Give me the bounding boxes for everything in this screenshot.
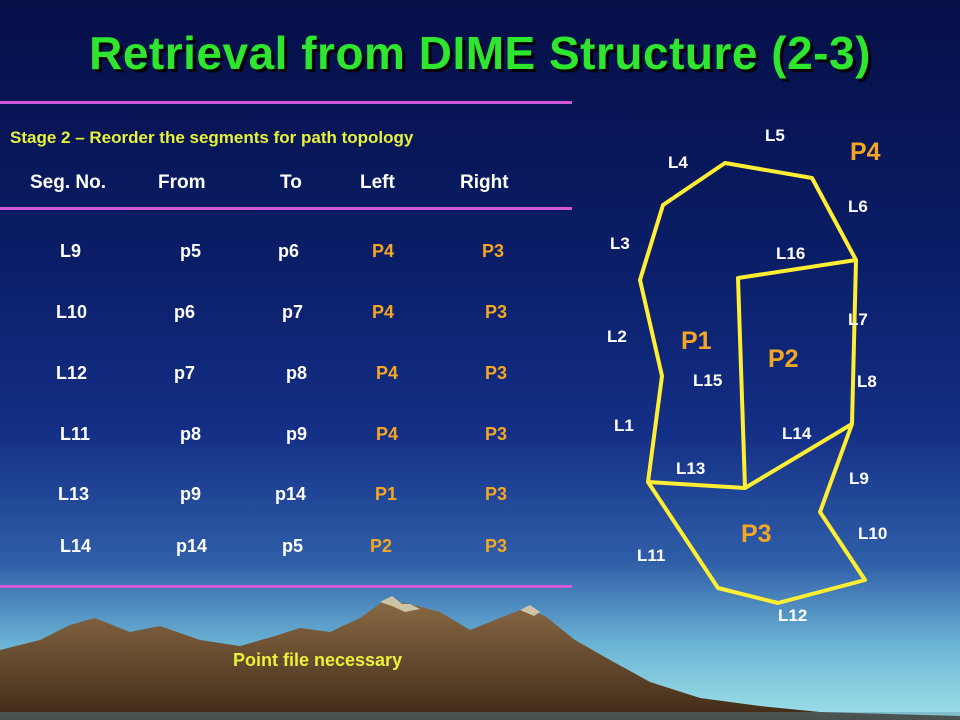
cell-seg: L10 [56, 302, 88, 322]
line-label-l13: L13 [676, 459, 706, 478]
cell-to: p6 [278, 241, 300, 261]
cell-from: p6 [174, 302, 196, 322]
polygon-outline-outer [638, 161, 867, 605]
cell-to: p7 [282, 302, 304, 322]
line-label-l5: L5 [765, 126, 785, 145]
cell-from: p9 [180, 484, 202, 504]
header-to: To [280, 172, 302, 193]
line-label-l15: L15 [693, 371, 723, 390]
cell-seg: L9 [60, 241, 82, 261]
header-right: Right [460, 172, 509, 193]
page-title: Retrieval from DIME Structure (2-3) [89, 27, 871, 79]
segment-l13 [647, 480, 746, 490]
cell-left: P2 [370, 536, 393, 556]
stage-caption: Stage 2 – Reorder the segments for path … [10, 128, 414, 147]
footnote: Point file necessary [233, 650, 403, 670]
cell-right: P3 [482, 241, 505, 261]
line-label-l4: L4 [668, 153, 688, 172]
line-label-l14: L14 [782, 424, 812, 443]
line-label-l11: L11 [637, 546, 666, 565]
line-label-l16: L16 [776, 244, 806, 263]
header-from: From [158, 172, 206, 193]
header-seg-no: Seg. No. [30, 172, 107, 193]
cell-seg: L14 [60, 536, 92, 556]
divider-bottom [0, 585, 572, 588]
cell-from: p14 [176, 536, 208, 556]
cell-to: p5 [282, 536, 304, 556]
line-label-l9: L9 [849, 469, 869, 488]
polygon-label-p1: P1 [681, 327, 712, 355]
divider-header [0, 207, 572, 210]
cell-from: p7 [174, 363, 196, 383]
line-label-l1: L1 [614, 416, 634, 435]
mountain-range [0, 600, 960, 720]
polygon-label-p2: P2 [768, 345, 799, 373]
cell-right: P3 [485, 363, 508, 383]
cell-left: P1 [375, 484, 398, 504]
cell-right: P3 [485, 536, 508, 556]
cell-from: p5 [180, 241, 202, 261]
divider-top [0, 101, 572, 104]
cell-left: P4 [376, 363, 399, 383]
header-left: Left [360, 172, 395, 193]
line-label-l6: L6 [848, 197, 868, 216]
cell-left: P4 [372, 241, 395, 261]
cell-to: p9 [286, 424, 308, 444]
polygon-label-p3: P3 [741, 520, 772, 548]
line-label-l2: L2 [607, 327, 627, 346]
line-label-l7: L7 [848, 310, 868, 329]
cell-to: p14 [275, 484, 307, 504]
cell-seg: L11 [60, 424, 91, 444]
cell-from: p8 [180, 424, 202, 444]
polygon-outline-p2 [736, 258, 857, 490]
cell-right: P3 [485, 484, 508, 504]
cell-seg: L12 [56, 363, 88, 383]
cell-seg: L13 [58, 484, 90, 504]
line-label-l10: L10 [858, 524, 888, 543]
line-label-l8: L8 [857, 372, 877, 391]
line-label-l3: L3 [610, 234, 630, 253]
cell-right: P3 [485, 302, 508, 322]
mountain-snow [520, 605, 540, 616]
mountain-snow [380, 596, 420, 612]
cell-left: P4 [376, 424, 399, 444]
ground-strip [0, 712, 960, 720]
cell-right: P3 [485, 424, 508, 444]
cell-left: P4 [372, 302, 395, 322]
polygon-label-p4: P4 [850, 138, 881, 166]
line-label-l12: L12 [778, 606, 808, 625]
cell-to: p8 [286, 363, 308, 383]
